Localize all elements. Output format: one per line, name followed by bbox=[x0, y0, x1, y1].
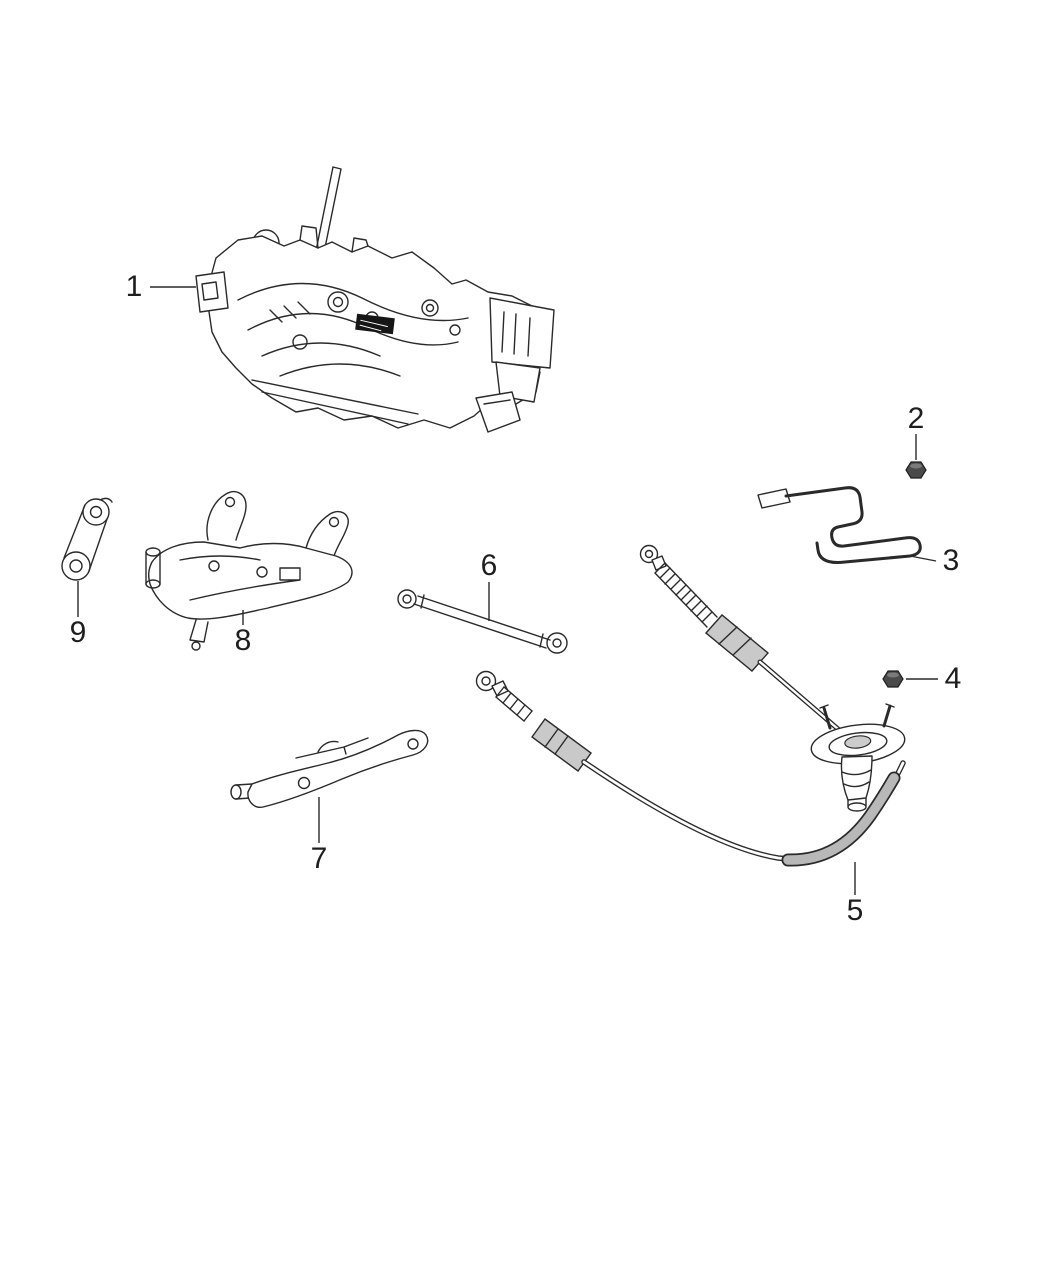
bracket7-pin bbox=[230, 784, 242, 800]
bracket8-bushing-sides bbox=[145, 551, 161, 585]
housing-rib bbox=[237, 282, 469, 322]
bracket8-arm-right-hole bbox=[328, 516, 340, 528]
cable-upper-run-inner bbox=[758, 660, 840, 731]
housing-connector-block bbox=[195, 271, 229, 313]
bracket8-foot-hole bbox=[191, 641, 201, 651]
right-bracket-lower bbox=[495, 361, 541, 403]
cable-ribs bbox=[495, 686, 533, 722]
housing-hatching bbox=[269, 301, 311, 323]
cable-lower-eyelet-hole bbox=[481, 676, 491, 686]
boot-tip bbox=[847, 802, 867, 812]
rod-shaft bbox=[413, 595, 551, 649]
callout-8: 8 bbox=[234, 624, 252, 657]
assembly-id-label bbox=[355, 313, 395, 335]
link-eye-top bbox=[82, 498, 110, 526]
cable-grommet bbox=[810, 723, 906, 765]
callout-6: 6 bbox=[480, 549, 498, 582]
boot-tip-sides bbox=[847, 797, 867, 807]
housing-top-tabs bbox=[299, 225, 369, 253]
bracket8-bushing-top bbox=[145, 547, 161, 557]
pivot-hole bbox=[332, 296, 344, 308]
bracket7-flange bbox=[295, 737, 369, 759]
boss bbox=[292, 334, 308, 350]
callout-7: 7 bbox=[310, 842, 328, 875]
cable-upper-eyelet-hole bbox=[644, 549, 654, 559]
part-8-mounting-bracket-drawing bbox=[145, 490, 353, 651]
bracket8-arm-right bbox=[305, 510, 349, 557]
cable-sleeve bbox=[783, 773, 899, 865]
part-2-hex-nut-drawing bbox=[905, 461, 927, 479]
housing-foot-line bbox=[483, 399, 511, 405]
bracket7-hole-left bbox=[297, 776, 311, 790]
bracket8-arm-left-hole bbox=[224, 496, 236, 508]
callout-5: 5 bbox=[846, 894, 864, 927]
housing-foot bbox=[475, 391, 521, 433]
callout-2: 2 bbox=[907, 402, 925, 435]
rod-eye-left-hole bbox=[402, 594, 412, 604]
boss bbox=[449, 324, 461, 336]
part-9-shift-link-drawing bbox=[61, 497, 113, 581]
part-4-hex-nut-drawing bbox=[882, 670, 904, 688]
part-5-cable-assembly-drawing bbox=[475, 544, 906, 867]
cable-upper-adjuster bbox=[704, 614, 770, 672]
callout-9: 9 bbox=[69, 616, 87, 649]
part-3-wire-retainer-drawing bbox=[757, 486, 922, 564]
housing-connector-slot bbox=[201, 281, 219, 301]
grommet-boot bbox=[840, 755, 873, 801]
link-eye-top-hole bbox=[89, 505, 103, 519]
link-boss bbox=[99, 497, 113, 503]
bracket8-rivet bbox=[208, 560, 220, 572]
callout-3: 3 bbox=[942, 544, 960, 577]
cable-lower-adjuster-grooves bbox=[544, 728, 569, 755]
boss-hole bbox=[425, 303, 435, 313]
nut4-top bbox=[887, 672, 899, 678]
retainer-wire bbox=[784, 486, 922, 564]
part-6-link-rod-drawing bbox=[397, 589, 568, 654]
bracket7-body bbox=[247, 729, 429, 808]
bracket8-leg bbox=[189, 619, 209, 643]
bracket8-plate bbox=[147, 541, 353, 620]
housing-right-bracket bbox=[489, 297, 555, 369]
cable-upper-adjuster-grooves bbox=[718, 626, 752, 656]
part-1-gearshift-assembly-drawing bbox=[195, 166, 555, 433]
link-eye-bottom bbox=[61, 551, 91, 581]
bracket7-hole-right bbox=[407, 738, 419, 750]
bracket8-detail bbox=[179, 555, 301, 601]
retainer-tab bbox=[757, 488, 791, 509]
leader-line-3 bbox=[909, 555, 937, 562]
rod-collars bbox=[420, 594, 544, 648]
cable-upper-eyelet-fitting bbox=[651, 555, 667, 571]
rod-eye-right bbox=[546, 632, 568, 654]
housing-rib bbox=[279, 363, 401, 377]
link-body bbox=[63, 504, 108, 572]
rod-eye-right-hole bbox=[552, 638, 562, 648]
leader-lines bbox=[77, 286, 938, 895]
bracket8-arm-left bbox=[206, 490, 247, 541]
pivot-boss bbox=[327, 291, 349, 313]
right-bracket-slots bbox=[501, 311, 531, 357]
boss bbox=[421, 299, 439, 317]
grommet-boot-ribs bbox=[841, 769, 872, 788]
cable-spring-coils bbox=[654, 562, 713, 623]
bracket8-rivet bbox=[256, 566, 268, 578]
nut2-top bbox=[910, 463, 922, 469]
housing-base-rails bbox=[251, 379, 419, 425]
grommet-stud-tips bbox=[819, 703, 895, 709]
bracket8-bushing-bottom bbox=[145, 579, 161, 589]
cable-lower-eyelet bbox=[475, 670, 497, 692]
part-7-cable-bracket-drawing bbox=[230, 729, 429, 808]
grommet-studs bbox=[822, 704, 892, 730]
rod-eye-left bbox=[397, 589, 417, 609]
callout-1: 1 bbox=[125, 270, 143, 303]
link-eye-bottom-hole bbox=[69, 559, 83, 573]
callout-4: 4 bbox=[944, 662, 962, 695]
housing-rib bbox=[261, 342, 381, 357]
cable-upper-eyelet bbox=[639, 544, 659, 564]
bracket7-pin-neck bbox=[235, 783, 253, 800]
